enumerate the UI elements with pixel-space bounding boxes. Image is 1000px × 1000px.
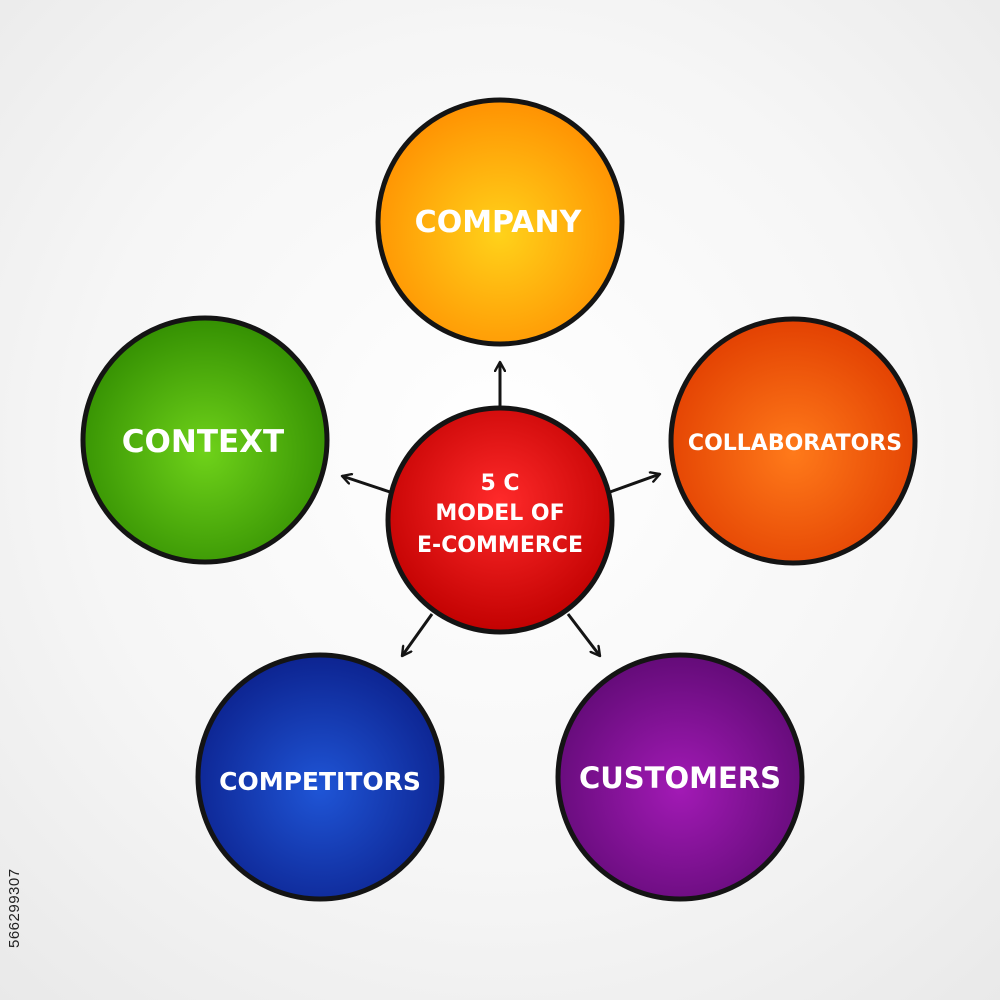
connector-arrows [342,362,660,656]
node-collaborators: COLLABORATORS [668,316,918,566]
arrow-to-collaborators [609,474,660,494]
arrow-to-customers [566,613,600,656]
node-customers: CUSTOMERS [555,652,805,902]
node-customers-circle [555,652,805,902]
node-competitors: COMPETITORS [195,652,445,902]
node-company-circle [375,97,625,347]
node-context-label: CONTEXT [122,424,284,460]
node-company: COMPANY [375,97,625,347]
node-company-label: COMPANY [415,205,583,240]
arrow-to-context [342,476,391,494]
node-context-circle [80,315,330,565]
center-node-circle [385,405,615,635]
center-title-line-1: 5 C [480,471,519,496]
node-competitors-label: COMPETITORS [219,767,421,796]
center-title-line-2: MODEL OF [435,501,564,526]
center-title-line-3: E-COMMERCE [417,533,583,558]
node-collaborators-circle [668,316,918,566]
center-node: 5 C MODEL OF E-COMMERCE [385,405,615,635]
node-customers-label: CUSTOMERS [579,761,781,795]
node-competitors-circle [195,652,445,902]
stock-id-text: 566299307 [6,868,23,948]
node-context: CONTEXT [80,315,330,565]
arrow-to-competitors [400,613,434,656]
node-collaborators-label: COLLABORATORS [688,431,902,456]
